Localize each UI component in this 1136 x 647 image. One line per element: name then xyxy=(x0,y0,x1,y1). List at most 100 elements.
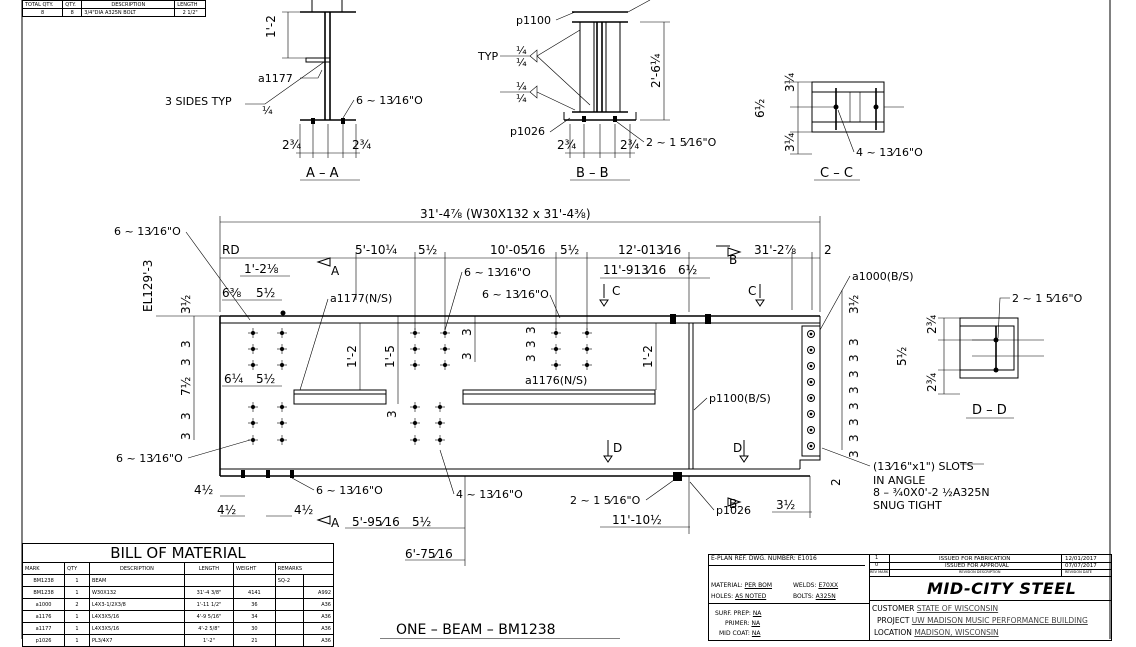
bolt-hole xyxy=(435,418,445,428)
dim-left-6: 6¼ xyxy=(224,372,244,386)
dim-left-4: 3 xyxy=(179,412,193,420)
callout-holes-b: 6 ~ 13⁄16"O xyxy=(464,266,531,279)
tb-primer: PRIMER: NA xyxy=(725,620,761,627)
tb-material: MATERIAL: PER BOM xyxy=(711,582,773,589)
bom-cell xyxy=(183,574,235,587)
bb-dim-height: 2'-6¼ xyxy=(649,53,663,88)
bom-cell xyxy=(233,574,276,587)
slot-hole xyxy=(807,394,815,402)
dim-left-0: 3½ xyxy=(179,295,193,314)
tb-location: LOCATION MADISON, WISCONSIN xyxy=(874,628,999,637)
dim-right-5: 3 xyxy=(847,402,861,410)
dim-right-7: 3 xyxy=(847,434,861,442)
dim-top-8: 1'-2⅛ xyxy=(244,262,279,276)
dim-left-1: 3 xyxy=(179,340,193,348)
drawing-title: ONE – BEAM – BM1238 xyxy=(396,622,556,638)
callout-holes-c: 6 ~ 13⁄16"O xyxy=(482,288,549,301)
bom-cell xyxy=(274,610,305,623)
rev0-mark: 0 xyxy=(875,562,879,568)
angle-a1177 xyxy=(293,389,387,405)
bom-head-mark: MARK xyxy=(21,562,66,575)
dim-right-2: 3 xyxy=(847,354,861,362)
bb-label-holes: 2 ~ 1 5⁄16"O xyxy=(646,136,717,149)
callout-a1177: a1177(N/S) xyxy=(330,292,392,305)
callout-a1176: a1176(N/S) xyxy=(525,374,587,387)
rev-head-desc: REVISION DESCRIPTION xyxy=(959,570,1001,574)
bill-of-material: BILL OF MATERIAL MARK QTY DESCRIPTION LE… xyxy=(21,543,335,647)
bolt-hole xyxy=(248,344,258,354)
bolt-hole xyxy=(248,418,258,428)
bolt-hole xyxy=(277,344,287,354)
bom-cell: a1000 xyxy=(21,598,66,611)
cc-dim-top: 3¼ xyxy=(783,72,797,92)
dim-mid-0: 1'-2 xyxy=(345,345,359,368)
tb-welds-val: E70XX xyxy=(818,582,839,589)
dim-bot-5: 6'-75⁄16 xyxy=(405,547,453,561)
callout-p1026: p1026 xyxy=(716,504,751,517)
aa-dim-height: 1'-2 xyxy=(264,15,278,38)
dim-right-6: 3 xyxy=(847,418,861,426)
dim-left-2: 3 xyxy=(179,358,193,366)
tb-customer-val: STATE OF WISCONSIN xyxy=(916,604,999,613)
bolt-hole xyxy=(410,418,420,428)
dim-bot-4: 5½ xyxy=(412,515,431,529)
bom-cell: SQ-2 xyxy=(274,574,305,587)
bb-weld-1: ¼ xyxy=(516,44,527,57)
bom-cell: 1 xyxy=(64,622,90,635)
bom-cell: a1176 xyxy=(21,610,66,623)
dim-mid-8: 3 xyxy=(524,326,538,334)
dim-top-12: 6½ xyxy=(678,263,697,277)
tb-holes: HOLES: AS NOTED xyxy=(711,593,767,600)
tb-project: PROJECT UW MADISON MUSIC PERFORMANCE BUI… xyxy=(877,616,1088,625)
bb-dim-left: 2¾ xyxy=(557,138,577,152)
bom-cell: A992 xyxy=(303,586,334,599)
company-name: MID-CITY STEEL xyxy=(927,579,1077,598)
bom-cell: PL3/4X7 xyxy=(88,634,185,647)
dim-bot-3: 5'-95⁄16 xyxy=(352,515,400,529)
bolt-hole xyxy=(435,402,445,412)
bolt-hole xyxy=(551,360,561,370)
slots-note-2: IN ANGLE xyxy=(873,474,925,487)
angle-a1176 xyxy=(462,389,656,405)
slot-hole xyxy=(807,378,815,386)
top-bom-desc: 3/4"DIA A325N BOLT xyxy=(81,8,176,17)
dim-top-2: 5½ xyxy=(418,243,437,257)
bom-head-qty: QTY xyxy=(64,562,90,575)
title-block: E-PLAN REF. DWG. NUMBER: E1016 MATERIAL:… xyxy=(708,554,1112,641)
dim-mid-5: 3 xyxy=(524,340,538,348)
tb-eplan-row: E-PLAN REF. DWG. NUMBER: E1016 xyxy=(711,555,817,562)
cut-mark-a-bot: A xyxy=(331,516,340,530)
tb-location-val: MADISON, WISCONSIN xyxy=(914,628,999,637)
bom-head-remarks: REMARKS xyxy=(274,562,335,575)
rev-head-mark: REV MARK xyxy=(870,570,889,574)
slot-hole xyxy=(807,442,815,450)
bom-cell: A36 xyxy=(303,634,334,647)
slots-note-1: (13⁄16"x1") SLOTS xyxy=(873,460,974,473)
bolt-hole xyxy=(410,360,420,370)
bom-cell: 1 xyxy=(64,586,90,599)
slot-hole xyxy=(807,362,815,370)
top-bom-head-qty: QTY. xyxy=(62,0,83,9)
dim-left-5: 3 xyxy=(179,432,193,440)
tb-midcoat: MID COAT: NA xyxy=(719,630,761,637)
bom-cell: BM1238 xyxy=(21,574,66,587)
rev1-desc: ISSUED FOR FABRICATION xyxy=(939,556,1011,562)
dd-label-holes: 2 ~ 1 5⁄16"O xyxy=(1012,292,1083,305)
dim-top-9: 6⅜ xyxy=(222,286,242,300)
callout-holes-a: 6 ~ 13⁄16"O xyxy=(114,225,181,238)
tb-primer-val: NA xyxy=(751,620,761,627)
bom-cell: A36 xyxy=(303,610,334,623)
bolt-hole xyxy=(435,435,445,445)
tb-midcoat-val: NA xyxy=(751,630,761,637)
aa-label-3sides: 3 SIDES TYP xyxy=(165,95,232,108)
slot-hole xyxy=(807,426,815,434)
section-c-c: 3¼ 6½ 3¼ 4 ~ 13⁄16"O C – C xyxy=(753,72,923,181)
bom-cell: p1026 xyxy=(21,634,66,647)
bom-title: BILL OF MATERIAL xyxy=(22,543,334,563)
bolt-hole xyxy=(248,328,258,338)
bom-cell: 4141 xyxy=(233,586,276,599)
dim-right-9: 2 xyxy=(829,478,843,486)
